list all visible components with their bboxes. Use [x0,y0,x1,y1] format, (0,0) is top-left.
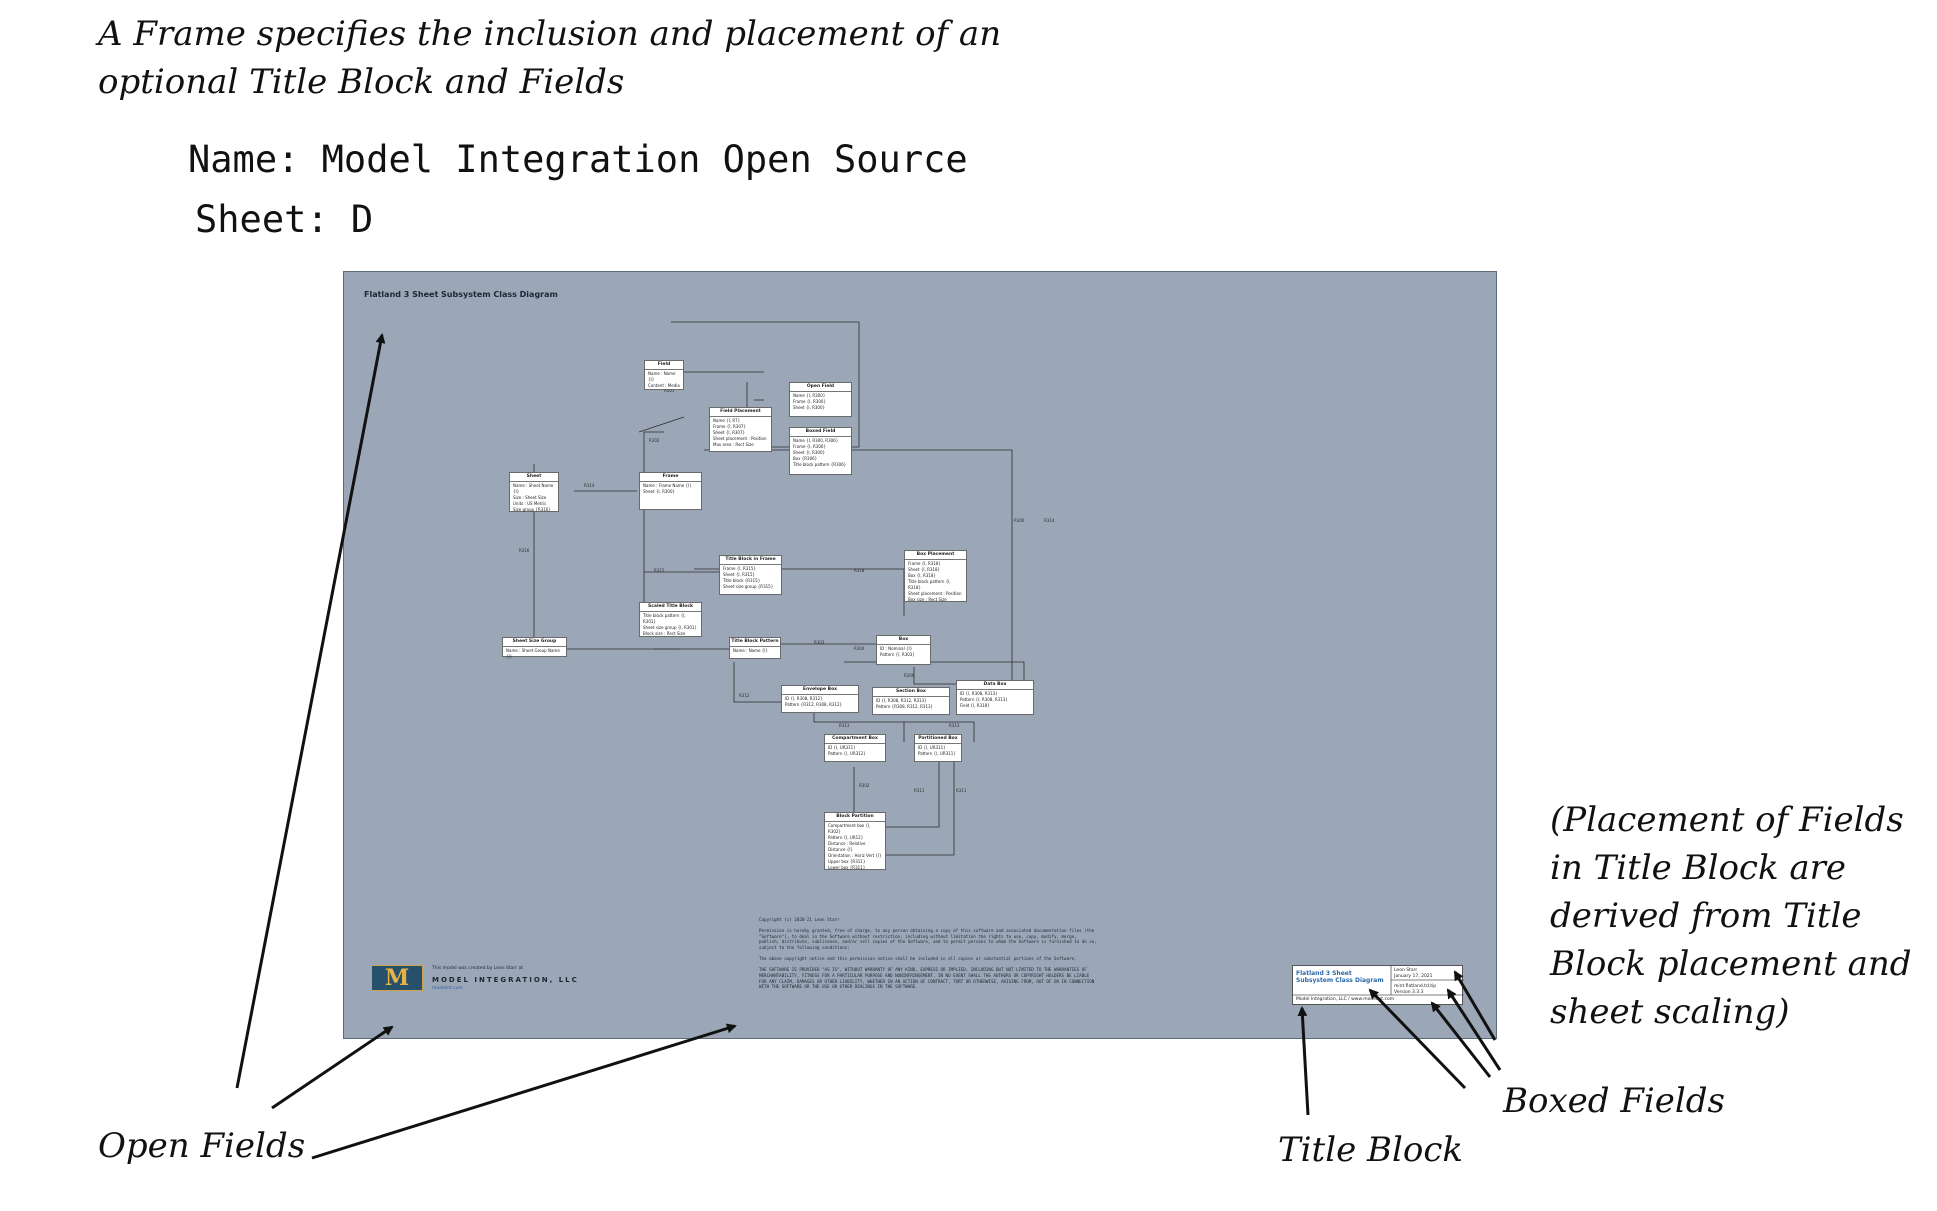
frame-description: A Frame specifies the inclusion and plac… [98,10,1001,106]
placement-note-line: sheet scaling) [1550,992,1790,1032]
title-block-file: mint.flatland.td.tip [1394,984,1437,989]
arrow-boxed-field-1 [1368,988,1467,1090]
title-block-diagram-name: Flatland 3 Sheet Subsystem Class Diagram [1296,970,1384,984]
svg-text:R312: R312 [739,693,750,698]
placement-note-line: in Title Block are [1550,848,1847,888]
arrow-open-field-title [235,333,386,1089]
frame-sheet: Sheet: D [195,198,374,241]
open-fields-label: Open Fields [98,1126,306,1166]
arrow-boxed-field-2 [1430,1001,1492,1078]
svg-text:R314: R314 [584,483,595,488]
sheet-title: Flatland 3 Sheet Subsystem Class Diagram [364,290,558,299]
svg-text:R303: R303 [814,640,825,645]
arrow-boxed-field-4 [1453,970,1497,1041]
title-block-file-field: mint.flatland.td.tip Version 3.3.3 [1394,984,1436,995]
arrow-open-field-logo [271,1025,394,1110]
title-block-footer: Model Integration, LLC / www.modelint.co… [1296,997,1395,1002]
model-integration-logo: M [371,965,423,991]
svg-text:R306: R306 [1014,518,1025,523]
title-block-author: Leon Starr [1394,968,1418,973]
placement-note: (Placement of Fields in Title Block are … [1550,796,1912,1036]
frame-name: Name: Model Integration Open Source [188,138,968,181]
svg-text:R313: R313 [949,723,960,728]
svg-text:R318: R318 [854,568,865,573]
svg-text:R306: R306 [904,673,915,678]
svg-text:R302: R302 [649,438,660,443]
svg-text:R304: R304 [854,646,865,651]
svg-text:R313: R313 [839,723,850,728]
frame-description-line2: optional Title Block and Fields [98,62,625,102]
title-block-label: Title Block [1278,1130,1463,1170]
svg-text:R315: R315 [654,568,665,573]
title-block-version: Version 3.3.3 [1394,989,1424,995]
placement-note-line: derived from Title [1550,896,1862,936]
logo-credit-text: This model was created by Leon Starr at [432,966,523,971]
svg-text:R314: R314 [1044,518,1055,523]
title-block-author-field: Leon Starr January 17, 2021 [1394,968,1433,979]
arrow-open-field-copyright [311,1023,737,1160]
title-block-date: January 17, 2021 [1394,973,1433,979]
copyright-field: Copyright (c) 2020-21 Leon Starr Permiss… [759,917,1097,990]
sheet-preview: Flatland 3 Sheet Subsystem Class Diagram [343,271,1497,1039]
svg-text:R311: R311 [956,788,967,793]
svg-text:R302: R302 [859,783,870,788]
frame-description-line1: A Frame specifies the inclusion and plac… [98,14,1002,54]
arrow-boxed-field-3 [1446,988,1502,1071]
logo-company-name: MODEL INTEGRATION, LLC [432,976,579,984]
svg-text:R301: R301 [664,388,675,393]
arrow-title-block [1297,1006,1310,1116]
logo-link: modelint.com [432,986,463,991]
boxed-fields-label: Boxed Fields [1503,1081,1725,1121]
placement-note-line: Block placement and [1550,944,1912,984]
svg-text:R311: R311 [914,788,925,793]
placement-note-line: (Placement of Fields [1550,800,1904,840]
svg-text:R316: R316 [519,548,530,553]
